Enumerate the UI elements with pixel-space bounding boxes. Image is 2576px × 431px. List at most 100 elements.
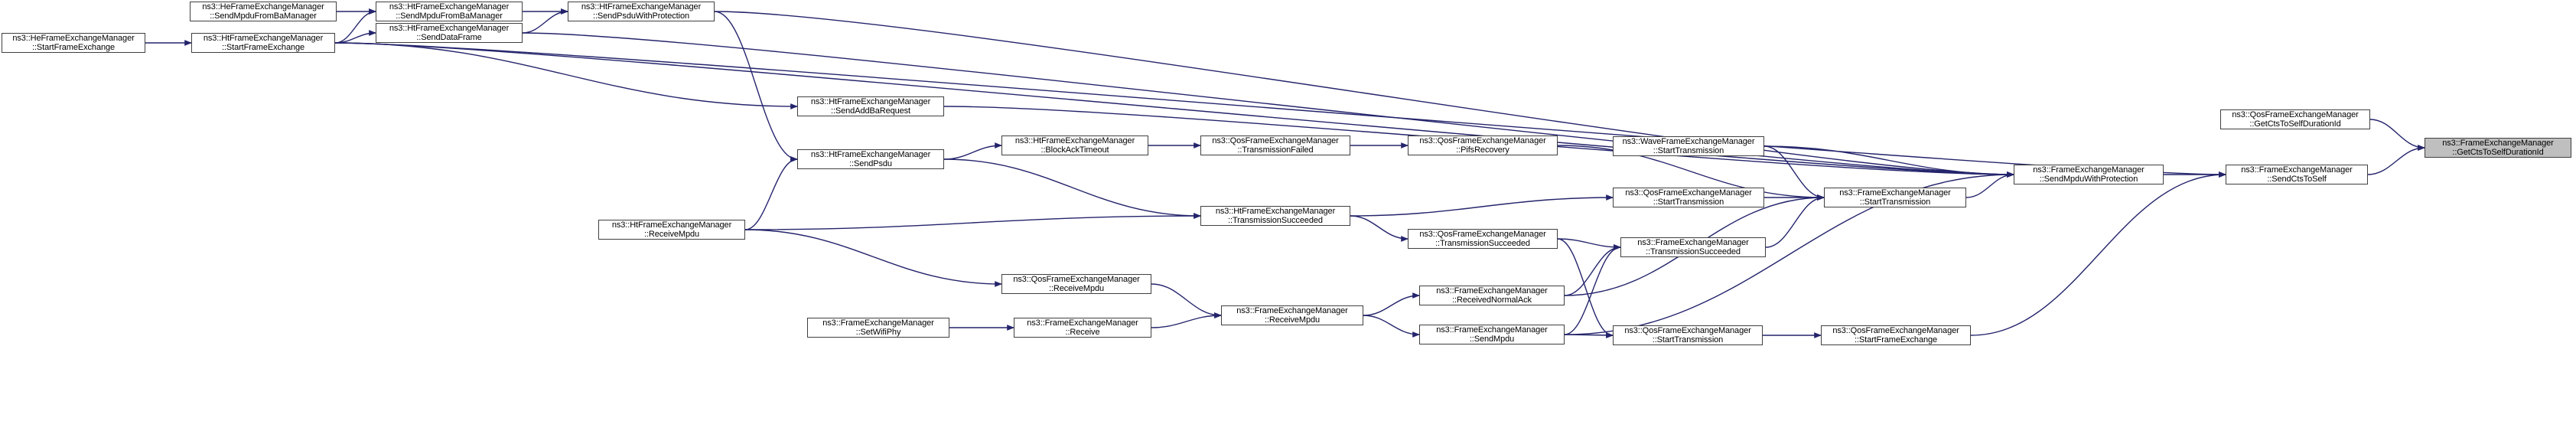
node-label-line2: ::StartFrameExchange xyxy=(31,43,116,52)
node-label-line2: ::TransmissionSucceeded xyxy=(1646,247,1741,256)
node-label-line2: ::SendMpduFromBaManager xyxy=(210,11,317,21)
node-label-line1: ns3::HtFrameExchangeManager xyxy=(1014,136,1135,145)
node-label-line2: ::SendPsdu xyxy=(849,159,892,168)
graph-node[interactable]: ns3::HtFrameExchangeManager::BlockAckTim… xyxy=(1001,136,1148,155)
graph-edge xyxy=(1965,171,2014,198)
graph-node[interactable]: ns3::QosFrameExchangeManager::ReceiveMpd… xyxy=(1001,274,1151,294)
graph-edge xyxy=(334,30,376,44)
node-label-line1: ns3::HtFrameExchangeManager xyxy=(389,23,510,33)
node-label-line1: ns3::QosFrameExchangeManager xyxy=(1212,136,1339,145)
graph-node[interactable]: ns3::FrameExchangeManager::GetCtsToSelfD… xyxy=(2425,138,2571,158)
graph-node[interactable]: ns3::HtFrameExchangeManager::SendDataFra… xyxy=(376,23,523,43)
node-label-line1: ns3::HtFrameExchangeManager xyxy=(810,96,931,106)
graph-node[interactable]: ns3::FrameExchangeManager::SendMpduWithP… xyxy=(2014,165,2164,184)
graph-edge xyxy=(334,42,798,109)
node-label-line1: ns3::HeFrameExchangeManager xyxy=(12,33,135,43)
node-label-line2: ::StartTransmission xyxy=(1652,335,1724,344)
graph-node[interactable]: ns3::QosFrameExchangeManager::StartFrame… xyxy=(1821,325,1971,345)
graph-edge xyxy=(943,142,1002,160)
node-label-line1: ns3::QosFrameExchangeManager xyxy=(1419,136,1546,145)
graph-node[interactable]: ns3::HtFrameExchangeManager::Transmissio… xyxy=(1200,206,1350,226)
graph-node[interactable]: ns3::HtFrameExchangeManager::SendPsduWit… xyxy=(568,2,715,21)
node-label-line2: ::GetCtsToSelfDurationId xyxy=(2249,119,2341,129)
graph-node[interactable]: ns3::QosFrameExchangeManager::StartTrans… xyxy=(1613,188,1764,207)
graph-node[interactable]: ns3::HtFrameExchangeManager::SendAddBaRe… xyxy=(797,96,944,116)
graph-node[interactable]: ns3::HtFrameExchangeManager::StartFrameE… xyxy=(191,33,335,53)
node-label-line1: ns3::QosFrameExchangeManager xyxy=(1624,325,1751,335)
graph-edge xyxy=(1557,238,1614,338)
graph-edge xyxy=(522,8,568,34)
node-label-line1: ns3::HtFrameExchangeManager xyxy=(611,220,732,230)
node-label-line1: ns3::HtFrameExchangeManager xyxy=(581,2,702,11)
node-label-line2: ::TransmissionSucceeded xyxy=(1435,239,1530,248)
node-label-line2: ::TransmissionFailed xyxy=(1237,145,1314,155)
graph-node[interactable]: ns3::FrameExchangeManager::TransmissionS… xyxy=(1620,237,1766,257)
node-label-line1: ns3::FrameExchangeManager xyxy=(1436,325,1548,335)
node-label-line2: ::SendMpduWithProtection xyxy=(2039,175,2138,184)
node-label-line1: ns3::FrameExchangeManager xyxy=(2033,165,2144,175)
graph-node[interactable]: ns3::HtFrameExchangeManager::SendMpduFro… xyxy=(376,2,523,21)
graph-node[interactable]: ns3::WaveFrameExchangeManager::StartTran… xyxy=(1613,136,1764,156)
graph-node[interactable]: ns3::QosFrameExchangeManager::StartTrans… xyxy=(1613,325,1763,345)
node-label-line1: ns3::QosFrameExchangeManager xyxy=(1625,188,1752,198)
graph-edge xyxy=(744,156,798,230)
node-label-line1: ns3::HtFrameExchangeManager xyxy=(203,33,324,43)
graph-edge xyxy=(714,11,798,162)
graph-node[interactable]: ns3::QosFrameExchangeManager::GetCtsToSe… xyxy=(2220,109,2370,129)
graph-node[interactable]: ns3::QosFrameExchangeManager::Transmissi… xyxy=(1200,136,1350,155)
graph-edge xyxy=(1763,145,2014,178)
graph-node[interactable]: ns3::HtFrameExchangeManager::SendPsdu xyxy=(797,149,944,169)
graph-node[interactable]: ns3::FrameExchangeManager::ReceiveMpdu xyxy=(1221,305,1363,325)
node-label-line1: ns3::HtFrameExchangeManager xyxy=(810,149,931,159)
graph-edge xyxy=(1363,292,1420,316)
node-label-line2: ::SendMpdu xyxy=(1469,335,1515,344)
node-label-line2: ::ReceiveMpdu xyxy=(1264,315,1321,325)
graph-node[interactable]: ns3::HtFrameExchangeManager::ReceiveMpdu xyxy=(598,220,745,240)
graph-edge xyxy=(744,213,1201,230)
graph-node[interactable]: ns3::FrameExchangeManager::Receive xyxy=(1014,318,1151,338)
node-label-line2: ::ReceiveMpdu xyxy=(1048,284,1105,293)
node-label-line1: ns3::QosFrameExchangeManager xyxy=(1013,274,1140,284)
node-label-line2: ::StartTransmission xyxy=(1653,146,1724,155)
node-label-line2: ::StartTransmission xyxy=(1653,198,1724,207)
graph-edge xyxy=(943,158,1201,219)
graph-node[interactable]: ns3::QosFrameExchangeManager::Transmissi… xyxy=(1408,229,1558,249)
node-label-line1: ns3::FrameExchangeManager xyxy=(1839,188,1951,198)
node-label-line2: ::SetWifiPhy xyxy=(855,328,901,337)
graph-node[interactable]: ns3::FrameExchangeManager::StartTransmis… xyxy=(1824,188,1966,207)
node-label-line2: ::PifsRecovery xyxy=(1456,145,1509,155)
node-label-line1: ns3::HtFrameExchangeManager xyxy=(389,2,510,11)
graph-node[interactable]: ns3::HeFrameExchangeManager::SendMpduFro… xyxy=(190,2,337,21)
node-label-line1: ns3::FrameExchangeManager xyxy=(822,318,934,328)
graph-node[interactable]: ns3::HeFrameExchangeManager::StartFrameE… xyxy=(2,33,145,53)
graph-edge xyxy=(1557,238,1621,250)
node-label-line1: ns3::QosFrameExchangeManager xyxy=(1419,229,1546,239)
graph-node[interactable]: ns3::FrameExchangeManager::SendMpdu xyxy=(1419,325,1565,344)
node-label-line2: ::SendCtsToSelf xyxy=(2267,175,2327,184)
node-label-line1: ns3::FrameExchangeManager xyxy=(2241,165,2353,175)
node-label-line2: ::SendMpduFromBaManager xyxy=(396,11,503,21)
graph-edge xyxy=(1350,194,1614,217)
graph-node[interactable]: ns3::FrameExchangeManager::SendCtsToSelf xyxy=(2226,165,2368,184)
graph-node[interactable]: ns3::FrameExchangeManager::ReceivedNorma… xyxy=(1419,286,1565,305)
node-label-line2: ::ReceivedNormalAck xyxy=(1452,295,1532,305)
graph-edge xyxy=(1970,171,2226,336)
graph-edge xyxy=(1350,215,1408,242)
node-label-line2: ::SendPsduWithProtection xyxy=(592,11,689,21)
graph-edge xyxy=(1151,283,1222,318)
node-label-line1: ns3::FrameExchangeManager xyxy=(1236,305,1348,315)
graph-edge xyxy=(334,8,376,44)
node-label-line1: ns3::QosFrameExchangeManager xyxy=(1832,325,1959,335)
node-label-line1: ns3::FrameExchangeManager xyxy=(1436,286,1548,295)
graph-node[interactable]: ns3::QosFrameExchangeManager::PifsRecove… xyxy=(1408,136,1558,155)
graph-edge xyxy=(2367,145,2425,175)
node-label-line2: ::Receive xyxy=(1065,328,1100,337)
node-label-line1: ns3::WaveFrameExchangeManager xyxy=(1622,136,1755,146)
graph-edge xyxy=(744,229,1002,287)
node-label-line2: ::TransmissionSucceeded xyxy=(1228,216,1323,225)
node-label-line2: ::SendDataFrame xyxy=(416,33,482,42)
graph-node[interactable]: ns3::FrameExchangeManager::SetWifiPhy xyxy=(807,318,949,338)
graph-edge xyxy=(1765,194,1825,248)
graph-edge xyxy=(1763,145,1825,201)
